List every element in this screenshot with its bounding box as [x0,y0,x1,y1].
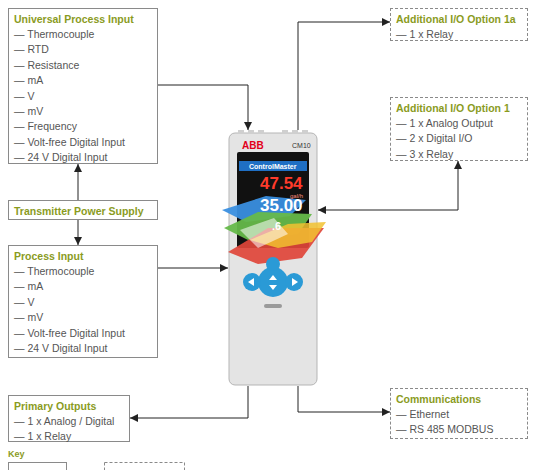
key-solid-sample [9,463,67,470]
connector-arrow [298,22,390,130]
option-box: Additional I/O Option 1— 1 x Analog Outp… [390,97,528,161]
connector-arrow [78,220,79,245]
list-item: — V [14,89,155,104]
key-dashed-sample [105,463,185,470]
box-heading: Process Input [14,249,155,264]
setpoint-value: 35.00 [260,197,303,214]
list-item: — mA [14,279,155,294]
list-item: — Resistance [14,58,155,73]
box-heading: Transmitter Power Supply [14,204,155,219]
model-number: CM10 [292,142,311,149]
controller-device: ABBCM10ControlMaster47.54gal/h35.00.6 [228,130,318,386]
list-item: — mA [14,73,155,88]
process-value: 47.54 [260,175,303,192]
list-item: — RS 485 MODBUS [396,422,525,437]
list-item: — 1 x Analog Output [396,116,525,131]
connector-arrow [78,164,79,200]
list-item: — 2 x Digital I/O [396,131,525,146]
list-item: — 1 x Relay [396,27,525,42]
connector-arrow [298,386,390,412]
input-output-box: Primary Outputs— 1 x Analog / Digital— 1… [8,395,130,442]
list-item: — 3 x Relay [396,147,525,162]
input-output-box: Process Input— Thermocouple— mA— V— mV— … [8,245,158,358]
box-heading: Universal Process Input [14,12,155,27]
list-item: — mV [14,104,155,119]
list-item: — V [14,295,155,310]
list-item: — Frequency [14,119,155,134]
connector-arrow [130,386,248,418]
list-item: — RTD [14,42,155,57]
connector-arrow [158,268,228,269]
box-heading: Additional I/O Option 1a [396,12,525,27]
output-value: .6 [272,221,281,232]
box-heading: Communications [396,392,525,407]
option-box: Additional I/O Option 1a— 1 x Relay [390,8,528,41]
connector-arrow [158,85,248,130]
option-box: Communications— Ethernet— RS 485 MODBUS [390,388,528,439]
box-heading: Additional I/O Option 1 [396,101,525,116]
screen-title: ControlMaster [249,163,296,170]
list-item: — 1 x Relay [14,429,127,444]
list-item: — Ethernet [396,407,525,422]
connector-arrow [318,161,458,210]
key-label: Key [8,449,25,459]
list-item: — Thermocouple [14,27,155,42]
list-item: — Volt-free Digital Input [14,135,155,150]
list-item: — Thermocouple [14,264,155,279]
list-item: — 24 V Digital Input [14,150,155,165]
list-item: — 1 x Analog / Digital [14,414,127,429]
list-item: — mV [14,310,155,325]
brand-logo: ABB [242,141,264,151]
list-item: — 24 V Digital Input [14,341,155,356]
box-heading: Primary Outputs [14,399,127,414]
list-item: — Volt-free Digital Input [14,326,155,341]
input-output-box: Transmitter Power Supply [8,200,158,220]
input-output-box: Universal Process Input— Thermocouple— R… [8,8,158,164]
